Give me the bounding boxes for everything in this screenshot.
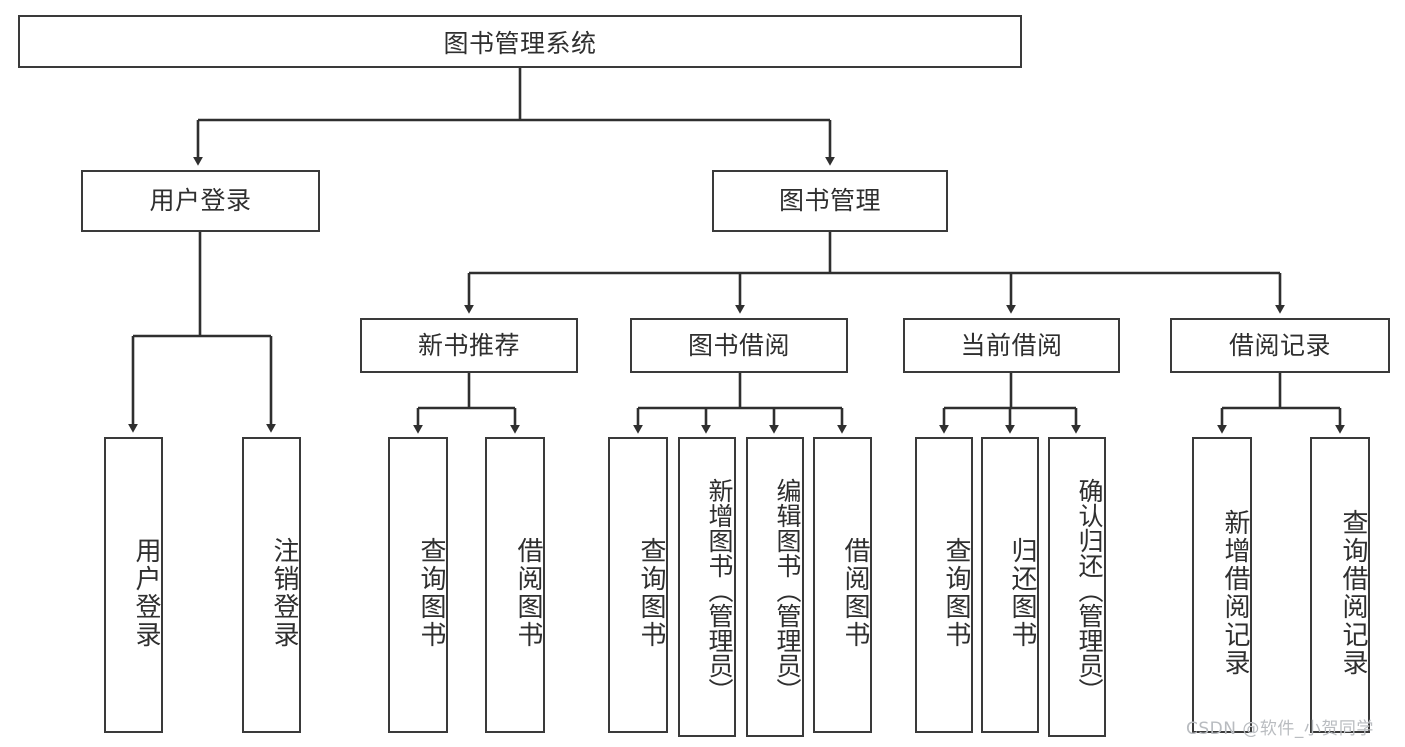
leaf-borrow-book[interactable]: 借阅图书 — [813, 437, 872, 733]
node-root-system[interactable]: 图书管理系统 — [18, 15, 1022, 68]
leaf-query-book-current[interactable]: 查询图书 — [915, 437, 973, 733]
node-current-borrow[interactable]: 当前借阅 — [903, 318, 1120, 373]
leaf-query-book-recommend[interactable]: 查询图书 — [388, 437, 448, 733]
leaf-query-book-borrow[interactable]: 查询图书 — [608, 437, 668, 733]
leaf-add-borrow-record[interactable]: 新增借阅记录 — [1192, 437, 1252, 733]
node-user-login[interactable]: 用户登录 — [81, 170, 320, 232]
leaf-edit-book-admin[interactable]: 编辑图书（管理员） — [746, 437, 804, 737]
leaf-return-book[interactable]: 归还图书 — [981, 437, 1039, 733]
watermark-text: CSDN @软件_小贺同学 — [1186, 719, 1374, 739]
leaf-user-login[interactable]: 用户登录 — [104, 437, 163, 733]
leaf-add-book-admin[interactable]: 新增图书（管理员） — [678, 437, 736, 737]
leaf-borrow-book-recommend[interactable]: 借阅图书 — [485, 437, 545, 733]
leaf-logout-login[interactable]: 注销登录 — [242, 437, 301, 733]
node-book-management[interactable]: 图书管理 — [712, 170, 948, 232]
node-book-borrow[interactable]: 图书借阅 — [630, 318, 848, 373]
leaf-confirm-return-admin[interactable]: 确认归还（管理员） — [1048, 437, 1106, 737]
node-new-book-recommend[interactable]: 新书推荐 — [360, 318, 578, 373]
node-borrow-record[interactable]: 借阅记录 — [1170, 318, 1390, 373]
leaf-query-borrow-record[interactable]: 查询借阅记录 — [1310, 437, 1370, 733]
